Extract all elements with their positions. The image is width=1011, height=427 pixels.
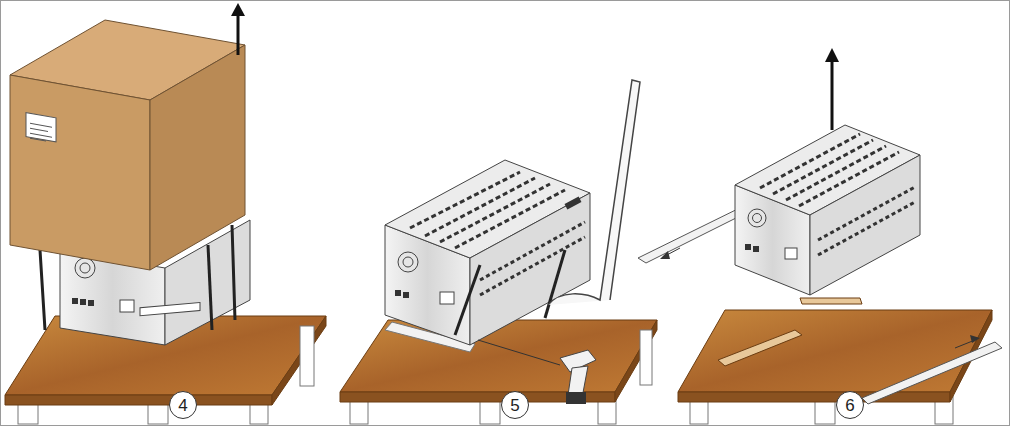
machine bbox=[75, 258, 95, 278]
machine bbox=[785, 248, 797, 259]
machine bbox=[810, 155, 920, 295]
drill bbox=[478, 340, 560, 365]
pallet bbox=[678, 298, 992, 424]
drill bbox=[566, 392, 586, 404]
machine bbox=[745, 244, 751, 250]
pallet bbox=[815, 400, 835, 424]
machine bbox=[748, 209, 766, 227]
pallet bbox=[718, 330, 802, 366]
strap bbox=[455, 265, 480, 335]
strap bbox=[208, 245, 212, 330]
machine bbox=[410, 172, 565, 248]
strap bbox=[545, 250, 565, 318]
pallet bbox=[5, 395, 272, 405]
cardboard-box bbox=[26, 113, 56, 142]
lift-arrow bbox=[231, 3, 245, 16]
callout-circle: 5 bbox=[501, 391, 529, 419]
machine bbox=[385, 160, 590, 345]
pallet bbox=[615, 320, 657, 402]
machine bbox=[818, 187, 915, 255]
crowbar bbox=[548, 80, 640, 305]
cardboard-box bbox=[10, 20, 245, 270]
machine bbox=[403, 292, 409, 298]
pallet bbox=[480, 400, 500, 424]
cardboard-box bbox=[30, 123, 52, 142]
machine bbox=[440, 292, 454, 304]
machine bbox=[80, 263, 90, 273]
machine bbox=[735, 125, 920, 295]
callout-number: 4 bbox=[178, 397, 187, 414]
pallet bbox=[272, 316, 326, 405]
crowbar bbox=[548, 80, 640, 305]
machine bbox=[753, 214, 762, 223]
cardboard-box bbox=[150, 45, 245, 270]
pallet bbox=[678, 310, 992, 392]
machine bbox=[403, 257, 413, 267]
machine bbox=[140, 303, 200, 316]
callout-number: 6 bbox=[845, 397, 854, 414]
lift-arrow bbox=[825, 48, 839, 62]
drill bbox=[478, 340, 596, 404]
lift-arrow bbox=[237, 14, 240, 55]
callout-number: 5 bbox=[510, 397, 519, 414]
strap bbox=[232, 225, 235, 320]
callout-circle: 4 bbox=[169, 391, 197, 419]
beam bbox=[970, 335, 980, 343]
machine bbox=[395, 290, 401, 296]
machine bbox=[120, 300, 134, 312]
strap bbox=[455, 250, 565, 335]
machine bbox=[565, 197, 582, 210]
pallet bbox=[678, 392, 950, 402]
strap bbox=[40, 250, 45, 330]
beam bbox=[660, 251, 670, 259]
machine bbox=[480, 222, 585, 295]
machine bbox=[470, 193, 590, 345]
cardboard-box bbox=[10, 75, 150, 270]
machine bbox=[398, 252, 418, 272]
pallet bbox=[340, 320, 657, 392]
pallet bbox=[300, 326, 314, 386]
machine bbox=[72, 298, 78, 304]
pallet bbox=[640, 330, 652, 385]
machine bbox=[760, 134, 899, 206]
lift-arrow bbox=[831, 60, 834, 130]
machine bbox=[80, 299, 86, 305]
machine bbox=[753, 246, 759, 252]
lift-arrow bbox=[231, 3, 245, 55]
callout-circle: 6 bbox=[836, 391, 864, 419]
pallet bbox=[340, 320, 657, 424]
pallet bbox=[148, 404, 168, 424]
beam bbox=[862, 342, 1002, 404]
lift-arrow bbox=[825, 48, 839, 130]
machine bbox=[88, 300, 94, 306]
pallet bbox=[800, 298, 862, 304]
